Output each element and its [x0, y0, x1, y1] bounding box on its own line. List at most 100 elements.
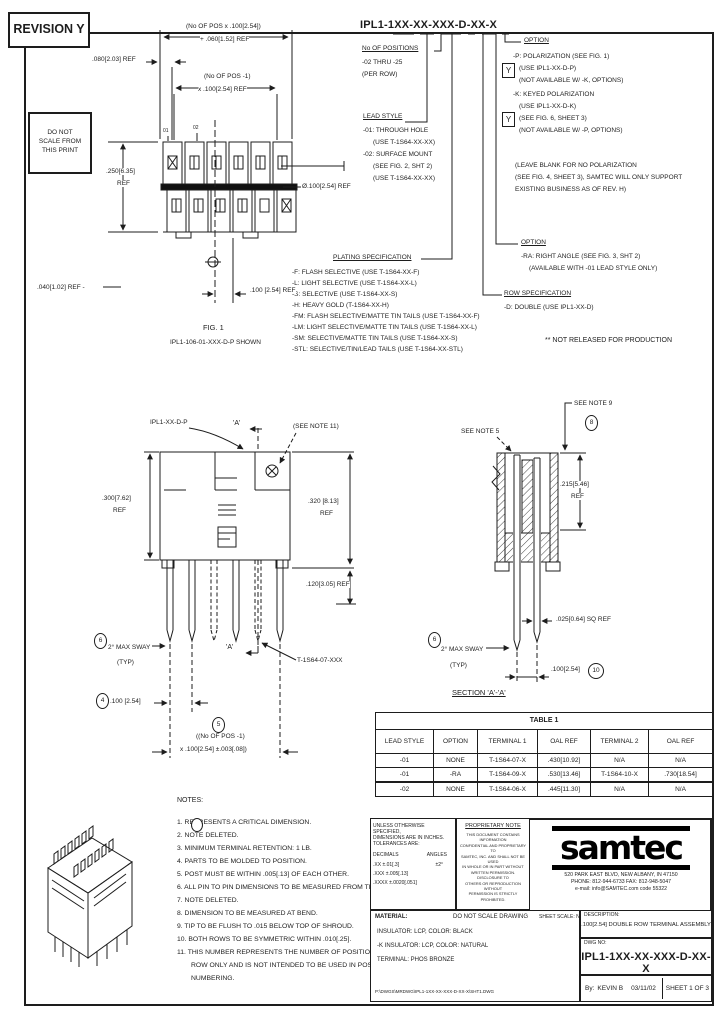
fig2-dim-300-ref: REF	[113, 507, 126, 515]
fig1-dim-250: .250[6.35]	[106, 168, 135, 176]
fig3-dim-215-ref: REF	[571, 493, 584, 501]
col-header-lead-style: LEAD STYLE	[375, 728, 434, 754]
lead-style-01-use: (USE T-1S64-XX-XX)	[373, 139, 436, 147]
drawing-border	[24, 32, 714, 1006]
plating-f: -F: FLASH SELECTIVE (USE T-1S64-XX-F)	[292, 269, 420, 277]
not-released-note: ** NOT RELEASED FOR PRODUCTION	[545, 337, 673, 346]
revision-box: REVISION Y	[8, 12, 90, 48]
samtec-logo-box: samtec 520 PARK EAST BLVD, NEW ALBANY, I…	[530, 818, 712, 910]
fig3-dim-025: .025[0.64] SQ REF	[556, 616, 611, 624]
option-ra: -RA: RIGHT ANGLE (SEE FIG. 3, SHT 2)	[521, 253, 641, 261]
prop-line: PERMISSION IS STRICTLY PROHIBITED.	[468, 891, 518, 902]
tol-line1: UNLESS OTHERWISE SPECIFIED,	[373, 823, 425, 835]
row-spec-d: -D: DOUBLE (USE IPL1-XX-D)	[504, 304, 594, 312]
col-header-option: OPTION	[433, 728, 478, 754]
option-p: -P: POLARIZATION (SEE FIG. 1)	[513, 53, 610, 61]
fig1-dim-100: .100 [2.54] REF	[250, 287, 296, 295]
fig2-see-note-11: (SEE NOTE 11)	[293, 423, 339, 431]
fig2-dim-npos1: ((No OF POS -1)	[196, 733, 245, 741]
part-number-title: IPL1-1XX-XX-XXX-D-XX-X	[360, 19, 498, 31]
proprietary-title: PROPRIETARY NOTE	[465, 823, 521, 829]
material-insulator-k: -K INSULATOR: LCP, COLOR: NATURAL	[377, 943, 489, 949]
fig1-label: FIG. 1	[203, 323, 224, 333]
fig3-balloon-6: 6	[428, 632, 441, 648]
fig1-pos-02: 02	[193, 125, 199, 132]
fig2-balloon-6: 6	[94, 633, 107, 649]
col-header-terminal2: TERMINAL 2	[590, 728, 649, 754]
option-k: -K: KEYED POLARIZATION	[513, 91, 595, 99]
sheet-scale: SHEET SCALE: N/A	[539, 914, 585, 920]
note-10: 10. BOTH ROWS TO BE SYMMETRIC WITHIN .01…	[177, 936, 352, 943]
prop-line: WRITTEN PERMISSION. DISCLOSURE TO	[470, 869, 516, 881]
fig2-section-a-bottom: 'A'	[226, 644, 234, 653]
no-scale-line2: SCALE FROM	[38, 138, 82, 145]
tolerance-box: UNLESS OTHERWISE SPECIFIED, DIMENSIONS A…	[370, 818, 456, 910]
option-p-note: (NOT AVAILABLE W/ -K, OPTIONS)	[519, 77, 624, 85]
prop-line: SAMTEC, INC. AND SHALL NOT BE USED	[461, 853, 525, 865]
note-4: 4. PARTS TO BE MOLDED TO POSITION.	[177, 858, 307, 865]
fig1-dim-040: .040[1.02] REF -	[37, 284, 85, 292]
col-header-terminal1: TERMINAL 1	[477, 728, 538, 754]
fig2-balloon-4: 4	[96, 693, 109, 709]
fig3-see-note-5: SEE NOTE 5	[461, 428, 500, 436]
fig1-dim-npos2: x .100[2.54] REF	[198, 86, 247, 94]
fig3-see-note-9: SEE NOTE 9	[574, 400, 613, 408]
critical-dimension-icon	[191, 818, 203, 832]
material-box: MATERIAL: DO NOT SCALE DRAWING SHEET SCA…	[370, 910, 584, 1002]
proprietary-note-box: PROPRIETARY NOTE THIS DOCUMENT CONTAINS …	[456, 818, 530, 910]
material-terminal: TERMINAL: PHOS BRONZE	[377, 957, 455, 963]
fig2-section-a-top: 'A'	[233, 420, 241, 429]
do-not-scale-box: DO NOT SCALE FROM THIS PRINT	[28, 112, 92, 174]
option-ra-title: OPTION	[521, 239, 546, 247]
material-label: MATERIAL:	[375, 914, 408, 920]
tol-line3: TOLERANCES ARE:	[373, 841, 420, 847]
samtec-email: e-mail: info@SAMTEC.com code 55322	[574, 886, 668, 892]
tol-xxx: .XXX ±.005[.13]	[373, 871, 408, 877]
angles-label: ANGLES	[426, 852, 447, 858]
dwg-no-value: IPL1-1XX-XX-XXX-D-XX-X	[581, 951, 711, 975]
file-path: P:\DWGS\MRDWG\IPL1-1XX-XX-XXX-D-XX-X\SHT…	[375, 989, 495, 994]
revision-flag-icon: Y	[502, 63, 515, 78]
no-scale-line1: DO NOT	[47, 129, 73, 136]
description-box: DESCRIPTION: .100[2.54] DOUBLE ROW TERMI…	[580, 910, 712, 938]
description-value: .100[2.54] DOUBLE ROW TERMINAL ASSEMBLY	[581, 922, 711, 928]
fig1-dim-span2: + .060[1.52] REF	[200, 36, 250, 44]
fig2-terminal-ref: T-1S64-07-XXX	[297, 657, 343, 665]
plating-lm: -LM: LIGHT SELECTIVE/MATTE TIN TAILS (US…	[292, 324, 477, 332]
option-ra-note: (AVAILABLE WITH -01 LEAD STYLE ONLY)	[529, 265, 658, 273]
description-label: DESCRIPTION:	[584, 912, 620, 918]
fig1-dim-dia: Ø.100[2.54] REF	[302, 183, 351, 191]
tol-line2: DIMENSIONS ARE IN INCHES.	[373, 835, 445, 841]
fig3-sway-typ: (TYP)	[450, 662, 467, 670]
decimals-label: DECIMALS	[373, 852, 399, 858]
fig3-section-label: SECTION 'A'-'A'	[452, 688, 506, 698]
sheet-number: SHEET 1 OF 3	[661, 978, 711, 999]
positions-range: -02 THRU -25	[362, 59, 403, 67]
fig2-part-label: IPL1-XX-D-P	[150, 419, 188, 427]
fig2-sway-typ: (TYP)	[117, 659, 134, 667]
plating-sm: -SM: SELECTIVE/MATTE TIN TAILS (USE T-1S…	[292, 335, 458, 343]
note-2: 2. NOTE DELETED.	[177, 832, 239, 839]
plating-fm: -FM: FLASH SELECTIVE/MATTE TIN TAILS (US…	[292, 313, 480, 321]
lead-style-01: -01: THROUGH HOLE	[363, 127, 429, 135]
blank-note-2: (SEE FIG. 4, SHEET 3), SAMTEC WILL ONLY …	[515, 174, 683, 182]
prop-line: OTHERS OR REPRODUCTION WITHOUT	[465, 880, 521, 892]
dwg-no-box: DWG NO: IPL1-1XX-XX-XXX-D-XX-X	[580, 938, 712, 975]
samtec-logo: samtec	[552, 826, 690, 870]
blank-note-1: (LEAVE BLANK FOR NO POLARIZATION	[515, 162, 637, 170]
option-k-see: (SEE FIG. 6, SHEET 3)	[519, 115, 587, 123]
prop-line: CONFIDENTIAL AND PROPRIETARY TO	[459, 842, 527, 854]
fig1-dim-npos1: (No OF POS -1)	[204, 73, 251, 81]
by-name: KEVIN B	[597, 985, 624, 992]
fig2-dim-320: .320 [8.13]	[308, 498, 339, 506]
plating-s: -S: SELECTIVE (USE T-1S64-XX-S)	[292, 291, 398, 299]
fig3-balloon-10: 10	[588, 663, 604, 679]
samtec-phone: PHONE: 812-944-6733 FAX: 812-948-5047	[570, 879, 672, 885]
tol-xxxx: .XXXX ±.0020[.051]	[373, 880, 417, 886]
note-9: 9. TIP TO BE FLUSH TO .015 BELOW TOP OF …	[177, 923, 354, 930]
dwg-no-label: DWG NO:	[584, 940, 607, 946]
fig2-dim-100: .100 [2.54]	[110, 698, 141, 706]
do-not-scale-drawing: DO NOT SCALE DRAWING	[453, 914, 529, 920]
